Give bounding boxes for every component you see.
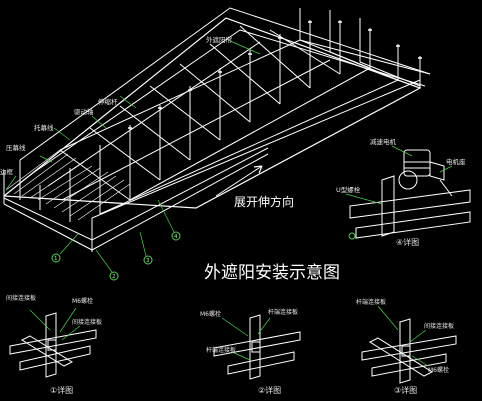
svg-text:M6螺栓: M6螺栓 (428, 366, 449, 374)
svg-text:间接连接板: 间接连接板 (72, 318, 102, 326)
detail-2-label-a: M6螺栓 (200, 310, 249, 337)
svg-text:间接连接板: 间接连接板 (6, 294, 36, 302)
detail-1-label-c: 间接连接板 (61, 318, 102, 341)
svg-text:杆端连接板: 杆端连接板 (356, 298, 386, 306)
detail-3-label-c: M6螺栓 (411, 355, 449, 374)
direction-label: 展开伸方向 (234, 194, 294, 209)
frame-label-c: 托幕线 (34, 123, 71, 141)
detail-2-label-c: 杆端连接板 (206, 346, 251, 361)
detail-2-label-b: 杆端连接板 (257, 308, 298, 335)
svg-text:2: 2 (112, 274, 116, 280)
svg-text:4: 4 (174, 234, 178, 240)
detail-2 (213, 314, 301, 380)
frame-label-top: 外遮阳帘 (206, 35, 261, 55)
svg-text:M6螺栓: M6螺栓 (72, 297, 93, 305)
motor-label-gear: 减速电机 (370, 137, 413, 157)
main-frame (3, 7, 431, 252)
direction-arrow (215, 165, 263, 197)
svg-text:M6螺栓: M6螺栓 (200, 310, 221, 318)
detail-1-label-a: 间接连接板 (6, 294, 51, 331)
frame-label-d: 压幕线 (6, 143, 53, 163)
detail-2-caption: ②详图 (258, 385, 281, 395)
frame-label-e: 边框 (0, 167, 17, 191)
svg-text:U型螺栓: U型螺栓 (336, 185, 361, 194)
detail-3-caption: ③详图 (394, 385, 417, 395)
motor-label-motor: 电机座 (439, 157, 466, 173)
frame-label-b: 驱动轴 (74, 107, 107, 129)
callout-2: 2 (95, 249, 119, 281)
callout-1: 1 (51, 233, 79, 263)
svg-text:1: 1 (54, 256, 58, 262)
svg-text:压幕线: 压幕线 (6, 143, 26, 152)
detail-3-label-b: 间接连接板 (409, 322, 454, 343)
detail-1-caption: ①详图 (50, 385, 73, 395)
detail-1-label-b: M6螺栓 (59, 297, 93, 333)
svg-text:间接连接板: 间接连接板 (424, 322, 454, 330)
svg-text:边框: 边框 (0, 167, 14, 176)
svg-text:杆端连接板: 杆端连接板 (206, 346, 236, 354)
svg-text:伸缩杆: 伸缩杆 (98, 97, 118, 106)
svg-text:减速电机: 减速电机 (370, 137, 397, 146)
svg-text:3: 3 (146, 258, 150, 264)
frame-label-a: 伸缩杆 (98, 95, 137, 109)
callout-3: 3 (139, 231, 153, 265)
svg-text:托幕线: 托幕线 (34, 123, 54, 132)
detail-motor-caption: ④详图 (396, 237, 419, 247)
diagram-title: 外遮阳安装示意图 (204, 263, 340, 283)
svg-text:驱动轴: 驱动轴 (74, 107, 94, 116)
motor-label-bolt: U型螺栓 (336, 185, 383, 205)
callout-4: 4 (157, 199, 181, 241)
svg-text:电机座: 电机座 (446, 157, 466, 166)
motor-callout-mark (348, 232, 356, 240)
detail-1 (9, 312, 97, 378)
svg-text:外遮阳帘: 外遮阳帘 (206, 35, 233, 44)
svg-text:杆端连接板: 杆端连接板 (268, 308, 298, 316)
detail-3 (361, 318, 457, 384)
detail-3-label-a: 杆端连接板 (356, 298, 399, 331)
detail-motor (349, 149, 471, 239)
